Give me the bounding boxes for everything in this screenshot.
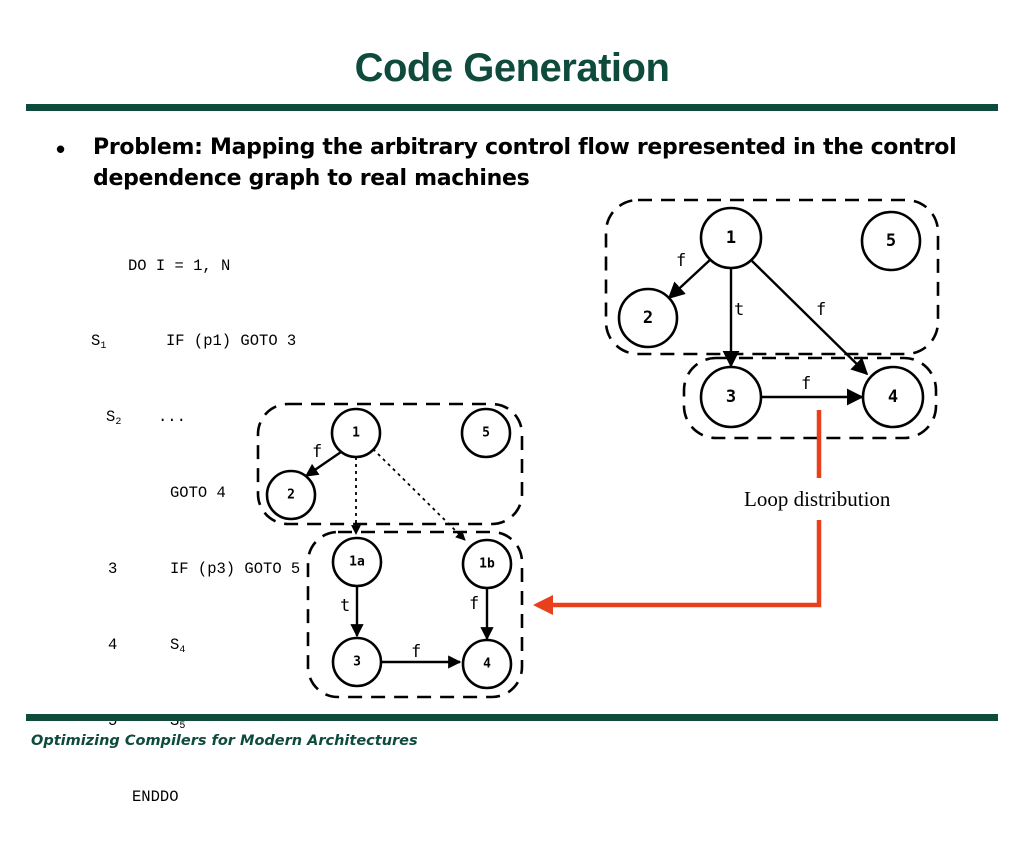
- title-divider: [26, 104, 998, 111]
- edge-label: f: [676, 251, 686, 271]
- region-box-top: [256, 402, 524, 526]
- node-1a: [331, 536, 383, 588]
- node-label: 1b: [479, 557, 495, 572]
- distributed-graph: f t f f 1 5 2 1a 1b 3 4: [256, 402, 524, 699]
- label-text: S: [106, 408, 116, 427]
- node-2: [617, 287, 679, 349]
- stmt-subscript: 5: [179, 720, 186, 732]
- code-text: IF (p1) GOTO 3: [166, 332, 297, 351]
- node-4: [461, 638, 513, 690]
- edge-1-2: [304, 451, 342, 477]
- node-label: 3: [353, 655, 361, 670]
- code-text: GOTO 4: [170, 484, 226, 503]
- code-line-4: GOTO 4: [88, 481, 226, 506]
- node-1: [699, 206, 763, 270]
- statement-label: S1: [91, 329, 106, 359]
- node-label: 5: [886, 231, 896, 251]
- label-subscript: 2: [115, 417, 122, 429]
- slide-title: Code Generation: [354, 46, 670, 90]
- code-line-8: ENDDO: [88, 785, 179, 810]
- node-label: 3: [726, 387, 736, 407]
- edge-label: f: [801, 374, 811, 394]
- bullet-text: Problem: Mapping the arbitrary control f…: [93, 135, 957, 191]
- code-line-6: 4 S4: [88, 633, 185, 658]
- arrow-segment-bottom: [532, 520, 822, 616]
- footer-divider: [26, 714, 998, 721]
- region-box-bottom: [306, 530, 524, 699]
- code-listing: DO I = 1, N S1 IF (p1) GOTO 3 S2 ... GOT…: [88, 203, 300, 835]
- node-5: [460, 407, 512, 459]
- code-line-1: DO I = 1, N: [88, 254, 230, 279]
- code-text: ENDDO: [132, 787, 179, 806]
- node-label: 1: [726, 228, 736, 248]
- edge-1-2: [667, 258, 712, 300]
- node-label: 2: [643, 308, 653, 328]
- code-text: DO I = 1, N: [128, 256, 231, 275]
- edge-label: t: [340, 596, 350, 616]
- code-text: IF (p3) GOTO 5: [170, 560, 301, 579]
- code-line-5: 3 IF (p3) GOTO 5: [88, 557, 300, 582]
- label-text: S: [91, 332, 101, 351]
- code-text: S4: [170, 633, 185, 663]
- edge-label: f: [469, 594, 479, 614]
- edge-label: f: [411, 642, 421, 662]
- statement-label: 4: [108, 636, 118, 655]
- label-subscript: 1: [100, 341, 107, 353]
- loop-distribution-caption: Loop distribution: [744, 487, 891, 511]
- node-label: 1: [352, 426, 360, 441]
- statement-label: S2: [106, 405, 121, 435]
- edge-label: f: [312, 442, 322, 462]
- node-1b: [461, 538, 513, 590]
- node-5: [860, 210, 922, 272]
- node-label: 4: [888, 387, 898, 407]
- node-label: 2: [287, 488, 295, 503]
- edge-1-4: [751, 260, 869, 376]
- node-4: [861, 365, 925, 429]
- node-label: 1a: [349, 555, 365, 570]
- diagram-canvas: f t f f 1 5 2 3 4 f t f f 1 5: [256, 198, 940, 699]
- code-line-2: S1 IF (p1) GOTO 3: [88, 329, 296, 354]
- stmt-subscript: 4: [179, 645, 186, 657]
- code-line-3: S2 ...: [88, 405, 186, 430]
- edge-label: t: [734, 300, 744, 320]
- node-2: [265, 469, 317, 521]
- footer-text: Optimizing Compilers for Modern Architec…: [31, 733, 418, 749]
- node-1: [330, 407, 382, 459]
- statement-label: 3: [108, 560, 118, 579]
- edge-label: f: [816, 300, 826, 320]
- node-3: [699, 365, 763, 429]
- node-label: 4: [483, 657, 491, 672]
- bullet-marker: •: [56, 134, 66, 164]
- original-graph: f t f f 1 5 2 3 4: [604, 198, 940, 440]
- node-3: [331, 636, 383, 688]
- loop-distribution-arrow: [532, 410, 822, 616]
- edge-1-1b: [372, 448, 466, 541]
- code-text: ...: [158, 408, 186, 427]
- node-label: 5: [482, 426, 490, 441]
- stmt-name: S: [170, 636, 180, 655]
- region-box-bottom: [682, 356, 938, 440]
